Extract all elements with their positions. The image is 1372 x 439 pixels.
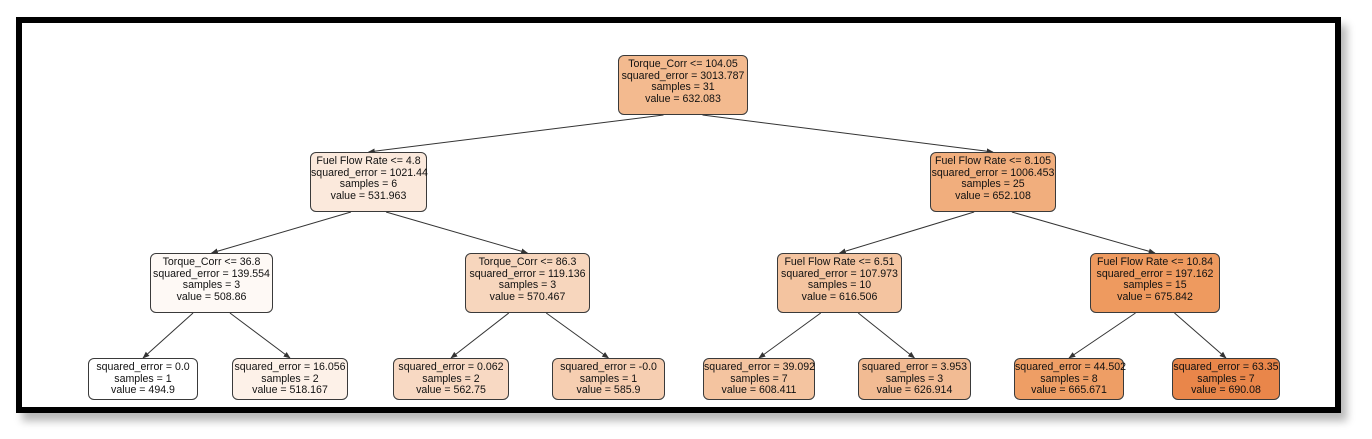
- node-line: samples = 2: [422, 372, 480, 385]
- node-line: samples = 7: [730, 372, 788, 385]
- node-line: value = 494.9: [111, 384, 175, 397]
- node-line: samples = 2: [261, 372, 319, 385]
- node-line: value = 665.671: [1031, 384, 1107, 397]
- node-line: value = 616.506: [801, 290, 878, 303]
- node-line: squared_error = 39.092: [704, 361, 816, 373]
- node-line: value = 531.963: [330, 189, 407, 202]
- tree-edge-n1-n4: [385, 211, 529, 254]
- node-line: squared_error = 119.136: [469, 267, 586, 280]
- tree-edge-n2-n6: [1011, 211, 1156, 254]
- node-line: Torque_Corr <= 86.3: [478, 256, 577, 268]
- node-line: samples = 15: [1123, 279, 1187, 292]
- node-line: squared_error = -0.0: [560, 361, 657, 373]
- node-line: samples = 3: [498, 279, 557, 292]
- tree-edge-n6-n13: [1068, 312, 1136, 359]
- node-line: samples = 31: [651, 81, 715, 94]
- node-line: samples = 3: [182, 279, 241, 292]
- node-line: squared_error = 44.502: [1015, 361, 1127, 373]
- node-line: squared_error = 1021.44: [311, 166, 428, 179]
- node-line: samples = 1: [579, 372, 638, 385]
- node-line: Fuel Flow Rate <= 6.51: [784, 256, 895, 268]
- node-line: Fuel Flow Rate <= 10.84: [1096, 256, 1213, 268]
- node-line: samples = 3: [885, 372, 944, 385]
- tree-edge-n2-n5: [838, 211, 975, 254]
- node-line: value = 570.467: [489, 290, 566, 303]
- node-line: squared_error = 0.062: [398, 361, 504, 373]
- node-line: samples = 6: [339, 178, 398, 191]
- node-line: value = 585.9: [576, 384, 641, 397]
- node-line: value = 632.083: [645, 92, 721, 105]
- node-line: squared_error = 1006.453: [931, 166, 1055, 179]
- tree-edge-n5-n12: [857, 312, 916, 359]
- node-line: samples = 1: [114, 372, 172, 385]
- tree-edge-n3-n7: [142, 312, 194, 359]
- node-line: samples = 7: [1197, 372, 1255, 385]
- node-line: squared_error = 197.162: [1096, 267, 1214, 280]
- tree-edge-n4-n10: [545, 312, 610, 359]
- tree-edge-n4-n9: [450, 312, 510, 359]
- node-line: squared_error = 0.0: [96, 361, 190, 373]
- tree-edge-n0-n2: [702, 114, 994, 154]
- node-line: squared_error = 139.554: [153, 267, 270, 280]
- node-line: value = 518.167: [252, 384, 328, 397]
- node-line: samples = 25: [961, 178, 1025, 191]
- node-line: squared_error = 3.953: [861, 361, 968, 373]
- tree-edge-n1-n3: [210, 211, 352, 254]
- node-line: value = 652.108: [955, 189, 1031, 202]
- node-line: value = 508.86: [176, 290, 247, 303]
- node-line: squared_error = 16.056: [234, 361, 346, 373]
- node-line: value = 626.914: [876, 384, 953, 397]
- node-line: samples = 10: [807, 279, 872, 292]
- node-line: Torque_Corr <= 104.05: [628, 58, 738, 70]
- tree-edge-n3-n8: [229, 312, 291, 359]
- node-line: Torque_Corr <= 36.8: [162, 256, 261, 268]
- node-line: squared_error = 63.35: [1173, 361, 1279, 373]
- tree-edge-n0-n1: [367, 114, 664, 154]
- tree-edge-n5-n11: [758, 312, 822, 359]
- node-line: Fuel Flow Rate <= 4.8: [316, 155, 421, 167]
- node-line: value = 608.411: [721, 384, 797, 397]
- node-line: Fuel Flow Rate <= 8.105: [934, 155, 1051, 167]
- node-line: value = 562.75: [416, 384, 486, 397]
- node-line: squared_error = 107.973: [781, 267, 898, 280]
- node-line: value = 690.08: [1191, 384, 1261, 397]
- node-line: samples = 8: [1040, 372, 1098, 385]
- node-line: squared_error = 3013.787: [621, 69, 745, 82]
- node-line: value = 675.842: [1117, 290, 1193, 303]
- tree-edge-n6-n14: [1174, 312, 1227, 359]
